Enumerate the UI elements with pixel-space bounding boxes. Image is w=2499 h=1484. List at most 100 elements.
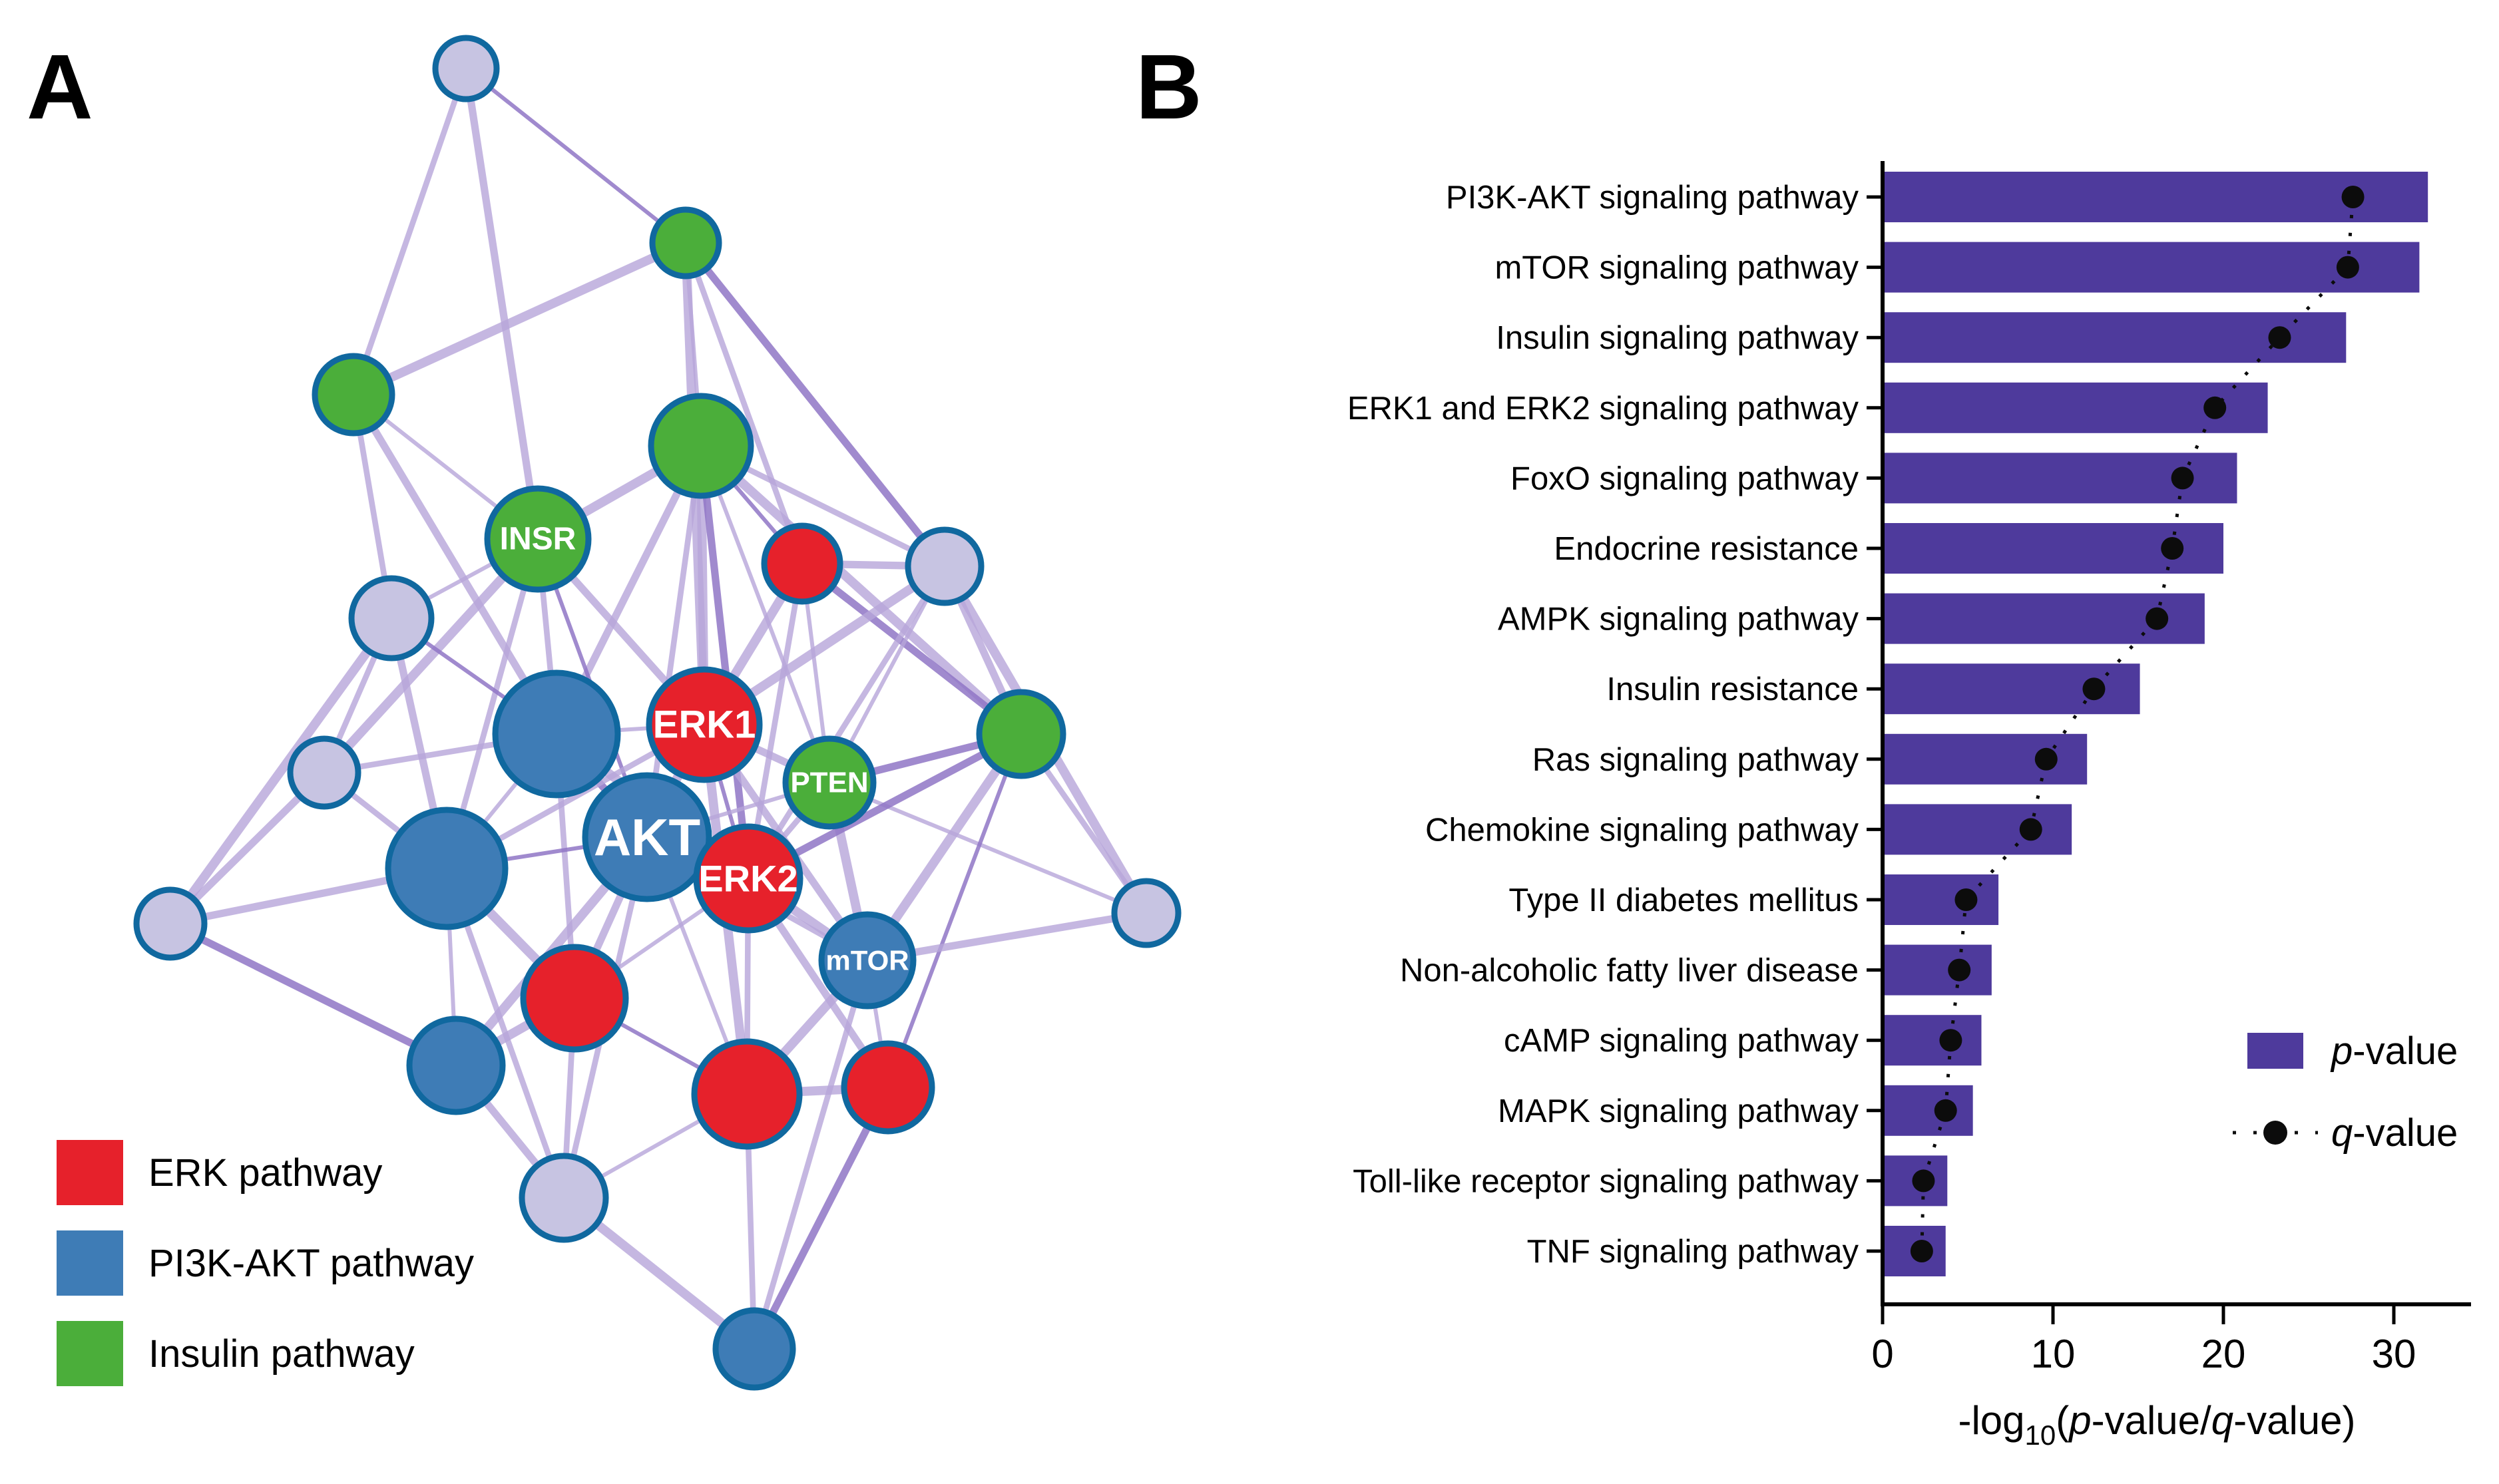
network-edge xyxy=(349,238,690,399)
row-label: cAMP signaling pathway xyxy=(1504,1023,1859,1059)
network-node-label-PTEN: PTEN xyxy=(790,767,868,799)
bar-mTOR signaling pathway xyxy=(1885,242,2420,293)
row-label: mTOR signaling pathway xyxy=(1494,250,1859,286)
network-edge xyxy=(750,1083,892,1353)
q-dot-AMPK signaling pathway xyxy=(2146,607,2169,630)
network-node-22 xyxy=(841,1040,935,1135)
network-edge xyxy=(886,732,1023,1089)
pathway-legend-row: PI3K-AKT pathway xyxy=(57,1230,474,1296)
bar-Type II diabetes mellitus xyxy=(1885,874,1999,925)
network-node-label-AKT: AKT xyxy=(594,808,700,866)
panel-a-letter: A xyxy=(27,36,93,138)
x-axis-label: -log10(p-value/q-value) xyxy=(1958,1398,2355,1451)
network-node-17 xyxy=(133,886,208,961)
chart-legend-label: p-value xyxy=(2330,1029,2458,1073)
network-edge xyxy=(166,614,396,928)
network-edge xyxy=(682,240,805,567)
row-label: Ras signaling pathway xyxy=(1532,742,1859,778)
row-label: Endocrine resistance xyxy=(1554,531,1859,567)
q-dot-Chemokine signaling pathway xyxy=(2019,818,2042,841)
row-label: Type II diabetes mellitus xyxy=(1508,882,1859,918)
network-node-PTEN xyxy=(782,735,877,830)
network-edge xyxy=(751,957,871,1352)
network-edge xyxy=(798,560,1025,738)
network-node-16 xyxy=(385,807,509,930)
pathway-legend-swatch xyxy=(57,1321,123,1386)
network-node-4 xyxy=(648,393,754,499)
chart-legend-label: q-value xyxy=(2331,1111,2458,1155)
x-tick-label: 20 xyxy=(2201,1332,2246,1376)
network-edge xyxy=(464,67,688,245)
q-dot-Ras signaling pathway xyxy=(2034,747,2058,771)
network-node-3 xyxy=(312,353,395,437)
network-edge xyxy=(350,65,469,398)
network-node-25 xyxy=(1111,878,1182,948)
pathway-legend-label: Insulin pathway xyxy=(148,1332,415,1376)
pathway-legend-label: PI3K-AKT pathway xyxy=(148,1241,474,1285)
q-dot-Non-alcoholic fatty liver disease xyxy=(1948,958,1971,982)
bar-MAPK signaling pathway xyxy=(1885,1085,1973,1136)
row-label: FoxO signaling pathway xyxy=(1510,461,1859,496)
network-node-24 xyxy=(712,1307,796,1391)
network-node-23 xyxy=(519,1153,609,1243)
network-edge xyxy=(699,444,831,785)
network-node-label-ERK1: ERK1 xyxy=(653,703,756,747)
q-dot-cAMP signaling pathway xyxy=(1939,1029,1962,1052)
network-node-21 xyxy=(691,1038,803,1150)
q-value-connector xyxy=(1920,196,2355,1252)
bar-Non-alcoholic fatty liver disease xyxy=(1885,944,1992,996)
network-node-19 xyxy=(520,944,629,1053)
x-tick-label: 10 xyxy=(2031,1332,2076,1376)
chart-legend-bar-swatch xyxy=(2247,1033,2303,1069)
q-dot-MAPK signaling pathway xyxy=(1934,1099,1957,1122)
network-node-20 xyxy=(406,1016,506,1115)
q-dot-TNF signaling pathway xyxy=(1910,1240,1933,1262)
network-node-2 xyxy=(649,206,722,279)
network-node-9 xyxy=(492,669,621,799)
network-edge xyxy=(644,443,704,840)
row-label: ERK1 and ERK2 signaling pathway xyxy=(1347,391,1859,427)
bar-PI3K-AKT signaling pathway xyxy=(1885,172,2428,222)
row-label: MAPK signaling pathway xyxy=(1498,1093,1859,1129)
network-node-12 xyxy=(287,735,361,810)
pathway-legend-row: ERK pathway xyxy=(57,1139,474,1206)
q-dot-FoxO signaling pathway xyxy=(2171,466,2194,490)
network-node-8 xyxy=(348,575,435,661)
q-dot-Endocrine resistance xyxy=(2161,537,2184,560)
row-label: AMPK signaling pathway xyxy=(1498,602,1859,638)
network-node-1 xyxy=(432,35,500,102)
pathway-legend-row: Insulin pathway xyxy=(57,1320,474,1387)
row-label: Toll-like receptor signaling pathway xyxy=(1353,1163,1859,1199)
network-node-mTOR xyxy=(818,911,917,1010)
network-edge xyxy=(166,920,460,1069)
chart-legend-dot xyxy=(2263,1121,2287,1145)
row-label: PI3K-AKT signaling pathway xyxy=(1446,180,1859,216)
network-node-ERK2 xyxy=(693,823,803,934)
x-tick-label: 30 xyxy=(2372,1332,2416,1376)
network-node-label-INSR: INSR xyxy=(500,522,576,557)
network-node-7 xyxy=(905,526,985,606)
q-dot-Type II diabetes mellitus xyxy=(1954,888,1978,911)
network-edge xyxy=(682,239,949,570)
bar-Chemokine signaling pathway xyxy=(1885,804,2072,855)
row-label: Chemokine signaling pathway xyxy=(1425,812,1859,848)
network-node-6 xyxy=(761,522,843,605)
pathway-legend-swatch xyxy=(57,1140,123,1205)
row-label: TNF signaling pathway xyxy=(1527,1234,1859,1270)
network-edge xyxy=(697,442,752,882)
row-label: Non-alcoholic fatty liver disease xyxy=(1400,953,1859,989)
pathway-legend-swatch xyxy=(57,1230,123,1296)
row-label: Insulin resistance xyxy=(1606,671,1859,707)
network-node-AKT xyxy=(582,772,712,902)
network-node-label-ERK2: ERK2 xyxy=(698,858,797,900)
network-node-ERK1 xyxy=(646,666,763,783)
q-dot-Insulin signaling pathway xyxy=(2268,326,2291,349)
network-edge xyxy=(349,391,561,738)
network-edge xyxy=(462,65,542,543)
x-tick-label: 0 xyxy=(1871,1332,1893,1376)
network-node-INSR xyxy=(484,485,592,593)
row-label: Insulin signaling pathway xyxy=(1496,320,1859,356)
